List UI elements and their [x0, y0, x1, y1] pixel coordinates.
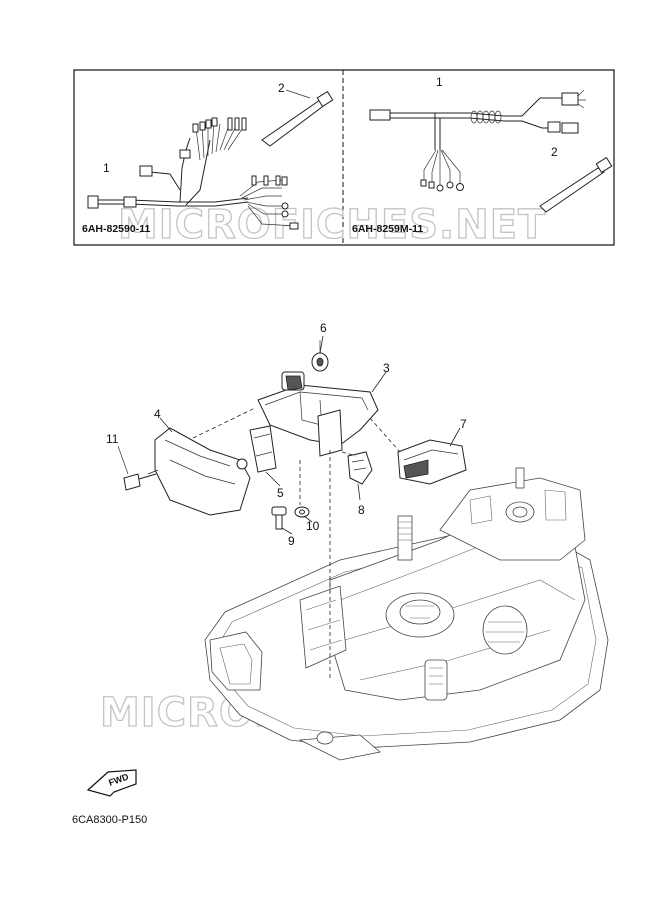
part-5-clip: [249, 425, 277, 473]
left-kit-code: 6AH-82590-11: [82, 223, 150, 235]
callout-10: 10: [306, 519, 320, 533]
part-7-cover: [397, 439, 467, 485]
right-kit-code: 6AH-8259M-11: [352, 223, 423, 235]
right-kit-callout-2: 2: [551, 145, 558, 159]
right-kit-callout-1: 1: [436, 75, 443, 89]
left-kit-callout-1: 1: [103, 161, 110, 175]
callout-5: 5: [277, 486, 284, 500]
callout-4: 4: [154, 407, 161, 421]
callout-11: 11: [106, 432, 119, 446]
part-9-bolt: [271, 506, 287, 530]
callout-7: 7: [460, 417, 467, 431]
part-6-grommet: [311, 340, 329, 372]
left-kit-callout-2: 2: [278, 81, 285, 95]
callout-9: 9: [288, 534, 295, 548]
left-kit-wire-harness: [87, 117, 299, 230]
assembly-leader-lines: [147, 335, 461, 680]
callout-6: 6: [320, 321, 327, 335]
callout-8: 8: [358, 503, 365, 517]
figure-reference-code: 6CA8300-P150: [72, 814, 147, 826]
watermark-top: MICROFICHES.NET: [118, 202, 546, 248]
part-8-holder: [347, 451, 373, 485]
callout-3: 3: [383, 361, 390, 375]
engine-block: [204, 467, 609, 761]
part-3-electrical-bracket: [257, 371, 379, 457]
fwd-direction-arrow: FWD: [86, 769, 137, 797]
part-10-washer: [294, 506, 310, 518]
part-4-cover: [154, 427, 251, 516]
part-11-screw: [117, 445, 157, 491]
wiring-kit-box: [73, 69, 615, 246]
left-kit-cable-tie: [261, 89, 334, 147]
right-kit-cable-tie: [539, 156, 613, 213]
right-kit-wire-harness: [369, 89, 586, 192]
